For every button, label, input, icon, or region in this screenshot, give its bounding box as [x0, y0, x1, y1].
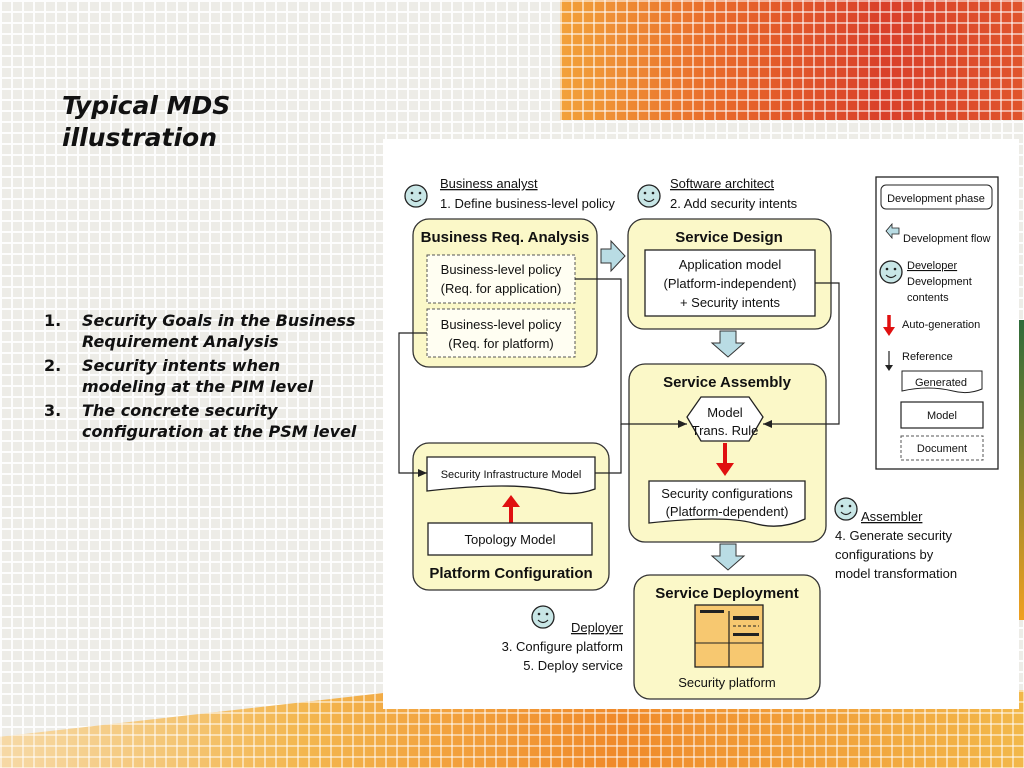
- legend-generated-swatch: [901, 370, 983, 394]
- security-platform-icon: [694, 604, 764, 668]
- legend-model-label: Model: [927, 410, 957, 422]
- legend-autogen-arrow-head: [883, 327, 895, 336]
- business-policy-platform-line2: (Req. for platform): [448, 336, 553, 351]
- business-policy-platform-line1: Business-level policy: [441, 317, 562, 332]
- flow-arrow-to-assembly: [710, 330, 746, 358]
- business-analyst-task: 1. Define business-level policy: [440, 196, 615, 211]
- topology-model-label: Topology Model: [464, 532, 555, 547]
- reference-arrowhead-model: [763, 420, 772, 428]
- software-architect-name: Software architect: [670, 176, 774, 191]
- flow-arrow-to-design: [600, 239, 626, 273]
- legend-model-swatch: [900, 401, 984, 429]
- deployer-face-icon: [531, 605, 555, 629]
- legend-phase-label: Development phase: [887, 193, 985, 205]
- security-platform-label: Security platform: [678, 675, 776, 690]
- model-trans-rule-line1: Model: [707, 405, 743, 420]
- model-trans-rule-line2: Trans. Rule: [692, 423, 759, 438]
- legend-contents-line1: Development: [907, 276, 972, 288]
- legend-phase-swatch: [880, 184, 993, 210]
- decorative-mosaic-top: [560, 0, 1024, 120]
- legend-flow-label: Development flow: [903, 233, 990, 245]
- software-architect-face-icon: [637, 184, 661, 208]
- service-assembly-phase-title: Service Assembly: [663, 374, 792, 391]
- security-infra-model-doc: [426, 456, 596, 495]
- application-model-line3: + Security intents: [680, 295, 781, 310]
- reference-line-infra-to-rule: [595, 424, 622, 474]
- deployer-name: Deployer: [571, 620, 624, 635]
- assembler-task-line2: configurations by: [835, 547, 934, 562]
- key-point-text: Security Goals in the Business Requireme…: [82, 311, 356, 351]
- topology-model-box: [427, 522, 593, 556]
- legend-reference-arrow-head: [885, 365, 893, 371]
- key-points-list: 1. Security Goals in the Business Requir…: [44, 310, 364, 445]
- business-policy-app-line2: (Req. for application): [441, 281, 562, 296]
- key-point-number: 1.: [44, 311, 62, 330]
- reference-arrowhead-policy: [678, 420, 687, 428]
- platform-auto-arrow-head: [502, 495, 520, 507]
- reference-line-model-to-rule: [763, 282, 840, 425]
- security-configurations-doc: [648, 480, 806, 527]
- reference-arrowhead-infra: [418, 469, 427, 477]
- assembler-task-line1: 4. Generate security: [835, 528, 953, 543]
- security-configurations-line2: (Platform-dependent): [666, 504, 789, 519]
- reference-line-policy-to-infra: [398, 332, 427, 474]
- slide-title: Typical MDS illustration: [62, 90, 230, 154]
- legend-generated-label: Generated: [915, 377, 967, 389]
- legend-reference-label: Reference: [902, 351, 953, 363]
- deployer-task-line2: 5. Deploy service: [523, 658, 623, 673]
- legend-document-swatch: [900, 435, 984, 461]
- business-policy-app-line1: Business-level policy: [441, 262, 562, 277]
- key-point: 2. Security intents when modeling at the…: [44, 355, 364, 397]
- legend-developer-icon: [879, 260, 903, 284]
- application-model-line1: Application model: [679, 257, 782, 272]
- key-point-text: The concrete security configuration at t…: [82, 401, 357, 441]
- application-model-box: [644, 249, 816, 317]
- reference-line-policy-to-rule: [575, 278, 687, 425]
- auto-generation-arrow-head: [716, 463, 734, 476]
- security-configurations-line1: Security configurations: [661, 486, 793, 501]
- mds-diagram: Business analyst 1. Define business-leve…: [383, 139, 1019, 709]
- legend-autogen-label: Auto-generation: [902, 319, 980, 331]
- business-req-phase-title: Business Req. Analysis: [421, 229, 590, 246]
- assembler-task-line3: model transformation: [835, 566, 957, 581]
- deployer-task-line1: 3. Configure platform: [502, 639, 623, 654]
- flow-arrow-to-deployment: [710, 543, 746, 571]
- business-analyst-face-icon: [404, 184, 428, 208]
- application-model-line2: (Platform-independent): [664, 276, 797, 291]
- assembler-face-icon: [834, 497, 858, 521]
- software-architect-task: 2. Add security intents: [670, 196, 798, 211]
- legend-developer-label: Developer: [907, 260, 957, 272]
- legend-document-label: Document: [917, 443, 967, 455]
- business-analyst-name: Business analyst: [440, 176, 538, 191]
- business-policy-platform-doc: [426, 308, 576, 358]
- legend-flow-icon: [885, 222, 900, 240]
- key-point: 1. Security Goals in the Business Requir…: [44, 310, 364, 352]
- assembler-name: Assembler: [861, 509, 923, 524]
- model-trans-rule-shape: [686, 396, 764, 442]
- legend-contents-line2: contents: [907, 292, 949, 304]
- service-design-phase-title: Service Design: [675, 229, 783, 246]
- service-deployment-phase-title: Service Deployment: [655, 585, 798, 602]
- key-point-text: Security intents when modeling at the PI…: [82, 356, 314, 396]
- mds-diagram-svg: Business analyst 1. Define business-leve…: [398, 176, 999, 700]
- security-infra-model-label: Security Infrastructure Model: [441, 469, 582, 481]
- slide-title-line-2: illustration: [62, 123, 218, 152]
- key-point-number: 3.: [44, 401, 62, 420]
- platform-config-phase-title: Platform Configuration: [429, 565, 592, 582]
- key-point: 3. The concrete security configuration a…: [44, 400, 364, 442]
- slide-title-line-1: Typical MDS: [62, 91, 231, 120]
- key-point-number: 2.: [44, 356, 62, 375]
